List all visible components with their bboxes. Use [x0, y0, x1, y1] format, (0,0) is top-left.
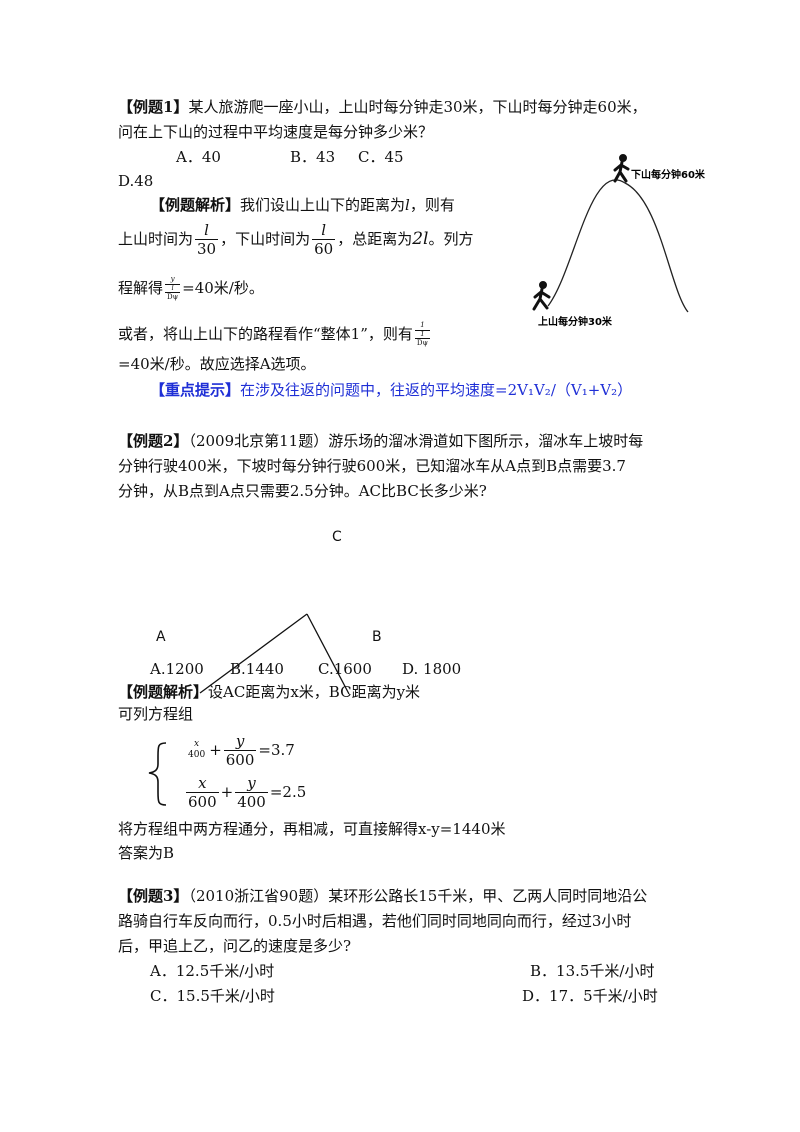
- ex1-solve-label: 程解得: [118, 278, 164, 297]
- ex2-point-c: C: [332, 529, 342, 545]
- ex1-tag: 【例题1】: [118, 98, 189, 116]
- ex1-analysis-tag: 【例题解析】: [150, 196, 241, 214]
- ex1-option-d: D.48: [118, 172, 154, 190]
- ex2-option-a: A.1200: [150, 660, 204, 678]
- walker-top-icon: [613, 154, 630, 183]
- eq1-frac1-den: 400: [188, 750, 206, 761]
- ex3-option-d: D．17．5千米/小时: [522, 987, 658, 1005]
- ex1-frac-down-den: 60: [314, 239, 334, 258]
- ex2-option-c: C.1600: [318, 660, 372, 678]
- ex1-down-time-label: ，下山时间为: [220, 229, 311, 248]
- ex1-frac-whole-mid: 1: [414, 330, 430, 340]
- ex2-equation-intro: 可列方程组: [118, 705, 194, 723]
- ex1-question-line1: 【例题1】某人旅游爬一座小山，上山时每分钟走30米，下山时每分钟走60米，: [118, 98, 647, 118]
- ex1-analysis-line5: =40米/秒。故应选择A选项。: [118, 355, 316, 373]
- ex2-analysis-text: 设AC距离为x米，BC距离为y米: [208, 683, 421, 701]
- ex2-answer: 答案为B: [118, 844, 175, 862]
- ex1-frac-whole-num: 1: [414, 321, 430, 331]
- ex1-analysis-text1: 我们设山上山下的距离为: [240, 196, 406, 214]
- ex1-frac-down-num: l: [312, 222, 336, 240]
- ex1-option-a: A．40: [176, 148, 221, 166]
- slide-line-cb: [306, 613, 350, 695]
- label-up-speed: 上山每分钟30米: [538, 315, 613, 328]
- eq1-frac1-num: x: [194, 739, 200, 750]
- ex1-solve-result: =40米/秒。: [182, 278, 264, 297]
- ex2-point-a: A: [156, 629, 166, 645]
- ex3-question-line2: 路骑自行车反向而行，0.5小时后相遇，若他们同时同地同向而行，经过3小时: [118, 912, 632, 930]
- ex1-frac-solve-den: Dψ: [167, 293, 179, 302]
- ex1-frac-solve-num: y: [165, 275, 181, 285]
- ex1-question-line2: 问在上下山的过程中平均速度是每分钟多少米？: [118, 123, 434, 141]
- ex2-text1: （2009北京第11题）游乐场的溜冰滑道如下图所示，溜冰车上坡时每: [188, 432, 644, 450]
- eq1-rhs: =3.7: [258, 740, 295, 759]
- ex1-analysis-line1: 【例题解析】我们设山上山下的距离为l，则有: [150, 196, 455, 216]
- ex3-option-b: B．13.5千米/小时: [530, 962, 655, 980]
- ex3-question-line1: 【例题3】（2010浙江省90题）某环形公路长15千米，甲、乙两人同时同地沿公: [118, 887, 647, 907]
- ex3-question-line3: 后，甲追上乙，问乙的速度是多少?: [118, 937, 352, 955]
- ex2-option-b: B.1440: [230, 660, 284, 678]
- slide-line-ac: [199, 613, 308, 694]
- ex2-question-line3: 分钟，从B点到A点只需要2.5分钟。AC比BC长多少米?: [118, 482, 487, 500]
- ex1-total-label: ，总距离为: [337, 229, 413, 248]
- eq2-rhs: =2.5: [269, 782, 307, 801]
- ex1-frac-solve-mid: l: [165, 284, 181, 294]
- ex3-text1: （2010浙江省90题）某环形公路长15千米，甲、乙两人同时同地沿公: [188, 887, 648, 905]
- ex1-option-b: B．43: [290, 148, 336, 166]
- ex1-two-l: 2l: [412, 228, 429, 249]
- ex1-analysis-text1-end: ，则有: [409, 196, 455, 214]
- ex1-var-l: l: [405, 196, 410, 214]
- ex1-hint-tag: 【重点提示】: [150, 381, 241, 399]
- ex1-up-time-label: 上山时间为: [118, 229, 194, 248]
- ex1-text1: 某人旅游爬一座小山，上山时每分钟走30米，下山时每分钟走60米，: [188, 98, 647, 116]
- ex1-frac-up-num: l: [195, 222, 219, 240]
- ex1-frac-up-den: 30: [197, 239, 217, 258]
- ex2-analysis-line: 【例题解析】设AC距离为x米，BC距离为y米: [118, 683, 420, 703]
- ex1-hint-text: 在涉及往返的问题中，往返的平均速度=2V₁V₂/（V₁+V₂）: [240, 381, 633, 399]
- eq1-plus: +: [209, 740, 222, 759]
- ex1-option-c: C．45: [358, 148, 404, 166]
- eq1-frac2-num: y: [223, 733, 257, 751]
- eq2-frac2-den: 400: [237, 792, 266, 811]
- ex2-solve: 将方程组中两方程通分，再相减，可直接解得x-y=1440米: [118, 820, 506, 838]
- ex1-analysis-text2-end: 。列方: [428, 229, 474, 248]
- eq2-frac1-num: x: [186, 775, 219, 793]
- ex3-option-c: C．15.5千米/小时: [150, 987, 275, 1005]
- ex2-point-b: B: [372, 629, 382, 645]
- ex2-question-line1: 【例题2】（2009北京第11题）游乐场的溜冰滑道如下图所示，溜冰车上坡时每: [118, 432, 643, 452]
- eq2-plus: +: [220, 782, 234, 801]
- ex2-option-d: D. 1800: [402, 660, 462, 678]
- mountain-curve: [547, 179, 689, 313]
- eq1-frac2-den: 600: [225, 750, 255, 769]
- label-down-speed: 下山每分钟60米: [631, 168, 706, 181]
- eq2-frac1-den: 600: [188, 792, 217, 811]
- eq2-frac2-num: y: [235, 775, 268, 793]
- ex3-option-a: A．12.5千米/小时: [150, 962, 275, 980]
- walker-bottom-icon: [532, 281, 551, 311]
- ex3-tag: 【例题3】: [118, 887, 189, 905]
- ex2-tag: 【例题2】: [118, 432, 189, 450]
- equation-brace: [148, 742, 167, 806]
- ex2-question-line2: 分钟行驶400米，下坡时每分钟行驶600米，已知溜冰车从A点到B点需要3.7: [118, 457, 626, 475]
- ex1-frac-whole-den: Dψ: [416, 339, 428, 348]
- ex1-hint: 【重点提示】在涉及往返的问题中，往返的平均速度=2V₁V₂/（V₁+V₂）: [150, 381, 632, 401]
- ex1-whole-method: 或者，将山上山下的路程看作“整体1”，则有: [118, 324, 413, 343]
- ex2-analysis-tag: 【例题解析】: [118, 683, 209, 701]
